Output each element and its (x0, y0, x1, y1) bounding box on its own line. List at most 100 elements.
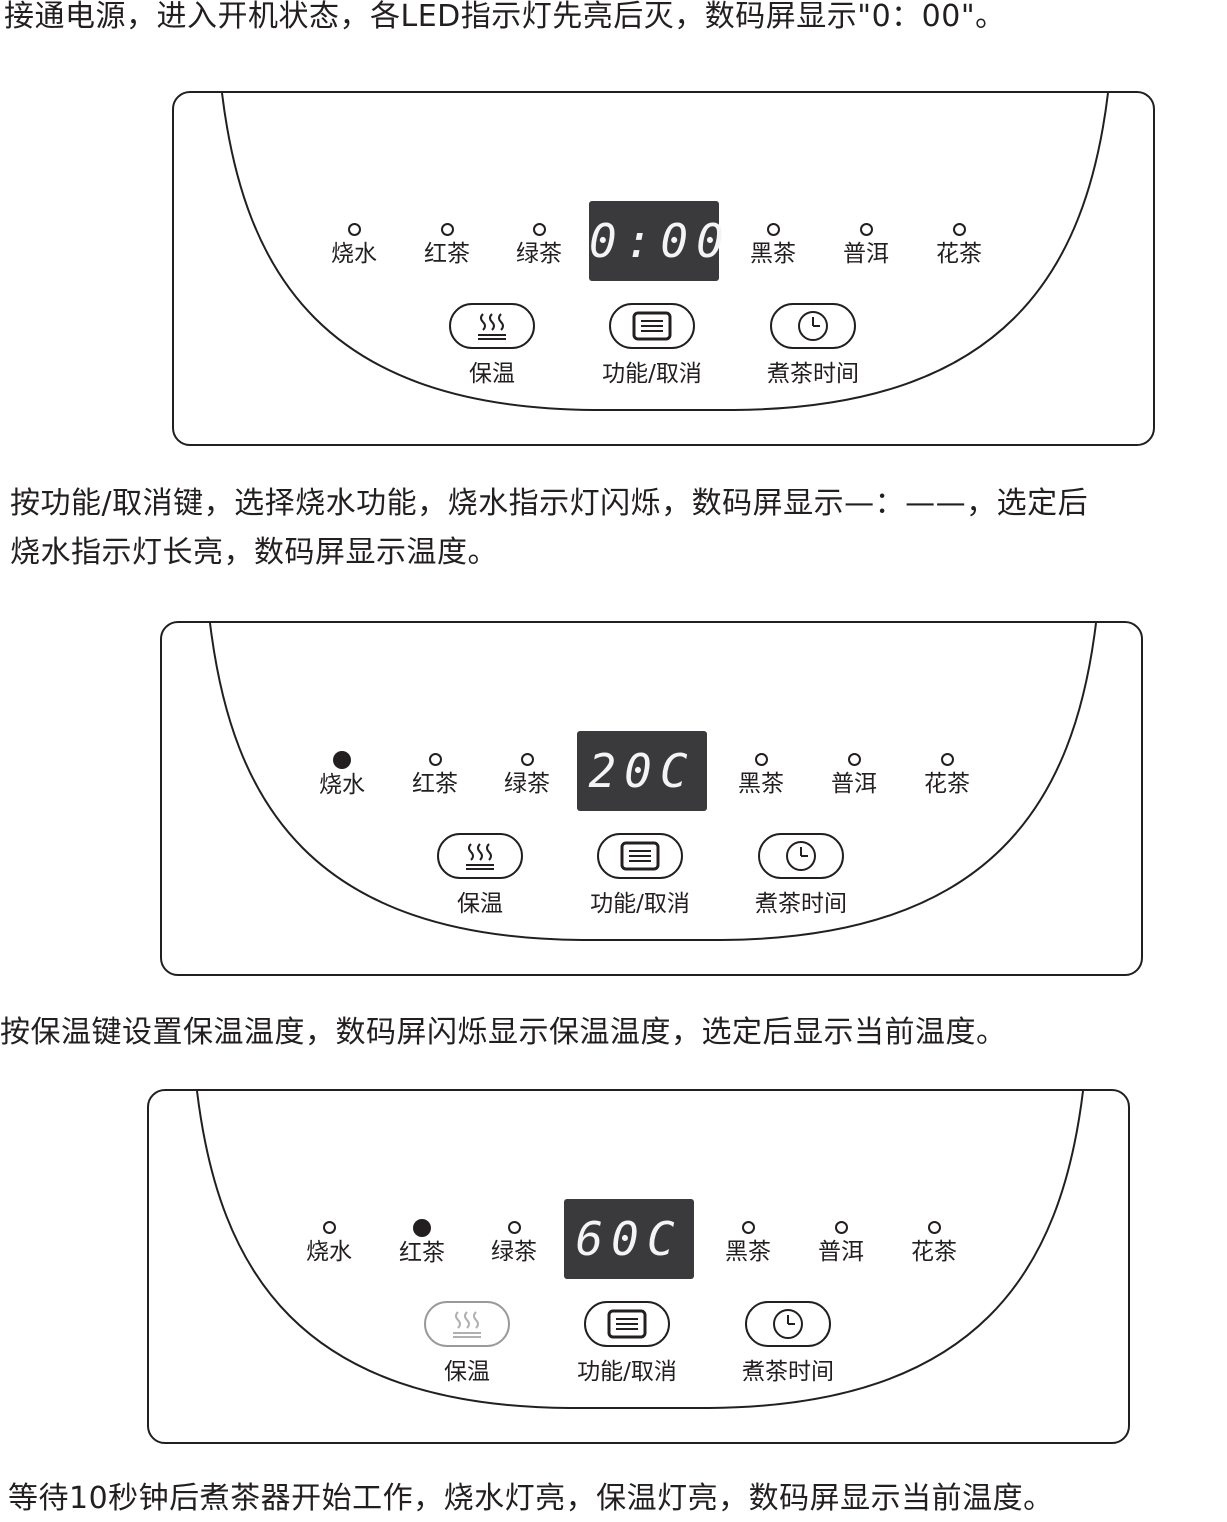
steam-icon (466, 843, 494, 870)
indicator-dark-tea: 黑茶 (708, 1221, 788, 1266)
indicator-led (532, 223, 546, 236)
indicator-led (834, 1221, 848, 1234)
clock-icon (786, 841, 816, 871)
indicator-led (940, 753, 954, 766)
keep-warm-control: 保温 (410, 833, 550, 919)
indicator-flower-tea: 花茶 (907, 753, 987, 798)
indicator-label: 黑茶 (738, 771, 784, 797)
indicator-led (927, 1221, 941, 1234)
instruction-text: 按保温键设置保温温度，数码屏闪烁显示保温温度，选定后显示当前温度。 (0, 1015, 1007, 1050)
indicator-dark-tea: 黑茶 (721, 753, 801, 798)
indicator-boil-water: 烧水 (302, 751, 382, 799)
indicator-led (428, 753, 442, 766)
instruction-text: 接通电源，进入开机状态，各LED指示灯先亮后灭，数码屏显示"0：00"。 (4, 0, 1006, 34)
menu-icon (620, 841, 660, 871)
indicator-label: 绿茶 (516, 241, 562, 267)
indicator-led (741, 1221, 755, 1234)
panel-outline-curve (196, 1091, 1084, 1409)
keep-warm-control: 保温 (397, 1301, 537, 1387)
indicator-black-tea: 红茶 (382, 1219, 462, 1267)
control-panel: 烧水 红茶 绿茶 60C 黑茶 普洱 花茶 保温 功能/取消 煮茶时间 (147, 1089, 1130, 1444)
indicator-led (859, 223, 873, 236)
control-panel: 烧水 红茶 绿茶 20C 黑茶 普洱 花茶 保温 功能/取消 煮茶时间 (160, 621, 1143, 976)
button-label: 保温 (444, 1359, 490, 1385)
function-cancel-control: 功能/取消 (570, 833, 710, 919)
button-label: 功能/取消 (602, 361, 702, 387)
indicator-led (754, 753, 768, 766)
indicator-led (520, 753, 534, 766)
instruction-text: 烧水指示灯长亮，数码屏显示温度。 (10, 535, 498, 570)
button-label: 煮茶时间 (755, 891, 847, 917)
indicator-label: 烧水 (319, 772, 365, 798)
indicator-led (413, 1219, 431, 1237)
keep-warm-control: 保温 (422, 303, 562, 389)
keep-warm-button[interactable] (449, 303, 535, 349)
indicator-led (333, 751, 351, 769)
indicator-led (766, 223, 780, 236)
indicator-led (440, 223, 454, 236)
clock-icon (798, 311, 828, 341)
indicator-black-tea: 红茶 (407, 223, 487, 268)
indicator-dark-tea: 黑茶 (733, 223, 813, 268)
brew-time-button[interactable] (745, 1301, 831, 1347)
indicator-boil-water: 烧水 (289, 1221, 369, 1266)
indicator-label: 普洱 (818, 1239, 864, 1265)
indicator-led (322, 1221, 336, 1234)
function-cancel-control: 功能/取消 (557, 1301, 697, 1387)
indicator-label: 花茶 (911, 1239, 957, 1265)
steam-icon (478, 313, 506, 340)
button-label: 煮茶时间 (742, 1359, 834, 1385)
indicator-label: 黑茶 (750, 241, 796, 267)
indicator-green-tea: 绿茶 (474, 1221, 554, 1266)
indicator-label: 普洱 (831, 771, 877, 797)
indicator-label: 普洱 (843, 241, 889, 267)
control-panel: 烧水 红茶 绿茶 0:00 黑茶 普洱 花茶 保温 功能/取消 煮茶时间 (172, 91, 1155, 446)
indicator-label: 花茶 (936, 241, 982, 267)
digital-display: 60C (564, 1199, 694, 1279)
indicator-flower-tea: 花茶 (894, 1221, 974, 1266)
indicator-label: 黑茶 (725, 1239, 771, 1265)
indicator-label: 花茶 (924, 771, 970, 797)
menu-icon (607, 1309, 647, 1339)
indicator-led (952, 223, 966, 236)
indicator-led (507, 1221, 521, 1234)
button-label: 煮茶时间 (767, 361, 859, 387)
indicator-puer: 普洱 (826, 223, 906, 268)
button-label: 保温 (457, 891, 503, 917)
indicator-puer: 普洱 (801, 1221, 881, 1266)
panel-outline-curve (221, 93, 1109, 411)
steam-icon (453, 1311, 481, 1338)
clock-icon (773, 1309, 803, 1339)
footer-instruction-text: 等待10秒钟后煮茶器开始工作，烧水灯亮，保温灯亮，数码屏显示当前温度。 (8, 1481, 1054, 1516)
instruction-text: 按功能/取消键，选择烧水功能，烧水指示灯闪烁，数码屏显示—：——，选定后 (10, 486, 1089, 521)
digital-display: 20C (577, 731, 707, 811)
indicator-flower-tea: 花茶 (919, 223, 999, 268)
indicator-black-tea: 红茶 (395, 753, 475, 798)
function-cancel-button[interactable] (597, 833, 683, 879)
keep-warm-button[interactable] (424, 1301, 510, 1347)
function-cancel-control: 功能/取消 (582, 303, 722, 389)
menu-icon (632, 311, 672, 341)
indicator-puer: 普洱 (814, 753, 894, 798)
function-cancel-button[interactable] (584, 1301, 670, 1347)
keep-warm-button[interactable] (437, 833, 523, 879)
function-cancel-button[interactable] (609, 303, 695, 349)
brew-time-control: 煮茶时间 (743, 303, 883, 389)
indicator-label: 红茶 (399, 1240, 445, 1266)
brew-time-button[interactable] (758, 833, 844, 879)
indicator-label: 烧水 (331, 241, 377, 267)
button-label: 功能/取消 (577, 1359, 677, 1385)
indicator-label: 红茶 (424, 241, 470, 267)
brew-time-control: 煮茶时间 (731, 833, 871, 919)
button-label: 功能/取消 (590, 891, 690, 917)
panel-outline-curve (209, 623, 1097, 941)
digital-display: 0:00 (589, 201, 724, 281)
brew-time-button[interactable] (770, 303, 856, 349)
indicator-green-tea: 绿茶 (487, 753, 567, 798)
indicator-green-tea: 绿茶 (499, 223, 579, 268)
indicator-label: 烧水 (306, 1239, 352, 1265)
indicator-label: 绿茶 (491, 1239, 537, 1265)
brew-time-control: 煮茶时间 (718, 1301, 858, 1387)
indicator-label: 绿茶 (504, 771, 550, 797)
indicator-boil-water: 烧水 (314, 223, 394, 268)
